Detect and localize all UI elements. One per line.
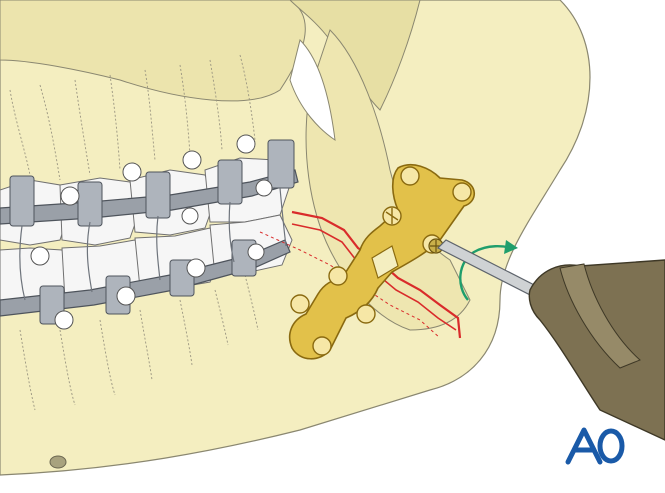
screwdriver-icon — [528, 259, 665, 441]
rotation-arrow-head — [504, 240, 518, 254]
upper-tooth-roots — [9, 54, 256, 181]
wire-ligatures — [19, 187, 287, 301]
fracture-line-dashed — [259, 231, 441, 339]
lower-tooth-roots — [19, 274, 259, 411]
ao-logo — [565, 427, 625, 465]
wire-twists — [30, 134, 273, 330]
bone-plate — [288, 163, 476, 360]
ramus — [305, 29, 471, 331]
coronoid-gap — [289, 39, 336, 142]
skull-bone — [0, 0, 591, 476]
zygoma-shadow — [0, 0, 306, 102]
screwdriver-band — [559, 263, 641, 369]
arch-bar-upper — [0, 139, 299, 227]
logo-text: AO — [566, 424, 624, 464]
mental-foramen — [49, 455, 67, 469]
rotation-arrow-icon — [459, 245, 513, 301]
